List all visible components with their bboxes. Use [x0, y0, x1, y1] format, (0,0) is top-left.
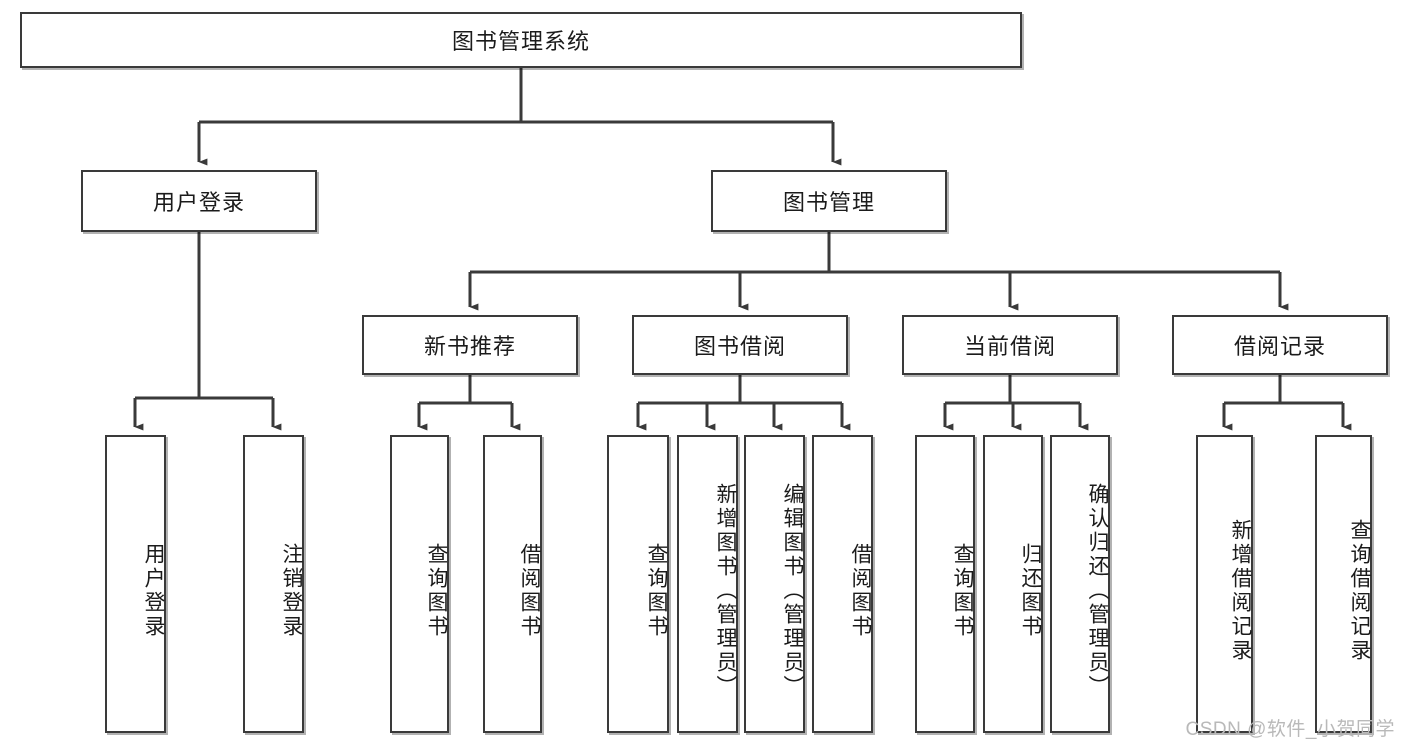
- node-leaf-logout-label: 注销登录: [280, 543, 303, 639]
- node-leaf-confirm-return[interactable]: 确认归还（管理员）: [1050, 435, 1110, 733]
- node-leaf-add-book-label: 新增图书（管理员）: [714, 483, 737, 699]
- node-current-borrow-label: 当前借阅: [963, 334, 1056, 359]
- node-book-borrow-label: 图书借阅: [693, 334, 786, 359]
- node-leaf-query-borrow-record[interactable]: 查询借阅记录: [1315, 435, 1372, 733]
- node-leaf-query-book-1-label: 查询图书: [425, 543, 448, 639]
- node-leaf-add-borrow-record[interactable]: 新增借阅记录: [1196, 435, 1253, 733]
- node-leaf-borrow-book-1[interactable]: 借阅图书: [483, 435, 542, 733]
- node-book-borrow[interactable]: 图书借阅: [632, 315, 848, 375]
- node-borrow-record-label: 借阅记录: [1233, 334, 1326, 359]
- watermark-text: CSDN @软件_小贺同学: [1185, 719, 1395, 740]
- node-leaf-query-book-3-label: 查询图书: [951, 543, 974, 639]
- node-leaf-borrow-book-2[interactable]: 借阅图书: [812, 435, 873, 733]
- node-leaf-add-book[interactable]: 新增图书（管理员）: [677, 435, 738, 733]
- node-current-borrow[interactable]: 当前借阅: [902, 315, 1118, 375]
- node-leaf-add-borrow-record-label: 新增借阅记录: [1229, 519, 1252, 663]
- node-new-book-recommend-label: 新书推荐: [423, 334, 516, 359]
- node-new-book-recommend[interactable]: 新书推荐: [362, 315, 578, 375]
- node-root-label: 图书管理系统: [451, 29, 590, 54]
- node-borrow-record[interactable]: 借阅记录: [1172, 315, 1388, 375]
- node-leaf-return-book[interactable]: 归还图书: [983, 435, 1043, 733]
- node-leaf-query-book-1[interactable]: 查询图书: [390, 435, 449, 733]
- node-leaf-query-borrow-record-label: 查询借阅记录: [1348, 519, 1371, 663]
- node-leaf-edit-book-label: 编辑图书（管理员）: [781, 483, 804, 699]
- node-leaf-confirm-return-label: 确认归还（管理员）: [1086, 483, 1109, 699]
- node-user-login[interactable]: 用户登录: [81, 170, 317, 232]
- node-book-manage-label: 图书管理: [782, 190, 875, 215]
- node-book-manage[interactable]: 图书管理: [711, 170, 947, 232]
- node-leaf-edit-book[interactable]: 编辑图书（管理员）: [744, 435, 805, 733]
- node-root[interactable]: 图书管理系统: [20, 12, 1022, 68]
- node-leaf-user-login-label: 用户登录: [142, 543, 165, 639]
- node-leaf-return-book-label: 归还图书: [1019, 543, 1042, 639]
- node-leaf-query-book-2[interactable]: 查询图书: [607, 435, 669, 733]
- node-leaf-borrow-book-1-label: 借阅图书: [518, 543, 541, 639]
- node-user-login-label: 用户登录: [152, 190, 245, 215]
- node-leaf-borrow-book-2-label: 借阅图书: [849, 543, 872, 639]
- node-leaf-user-login[interactable]: 用户登录: [105, 435, 166, 733]
- node-leaf-logout[interactable]: 注销登录: [243, 435, 304, 733]
- node-leaf-query-book-2-label: 查询图书: [645, 543, 668, 639]
- node-leaf-query-book-3[interactable]: 查询图书: [915, 435, 975, 733]
